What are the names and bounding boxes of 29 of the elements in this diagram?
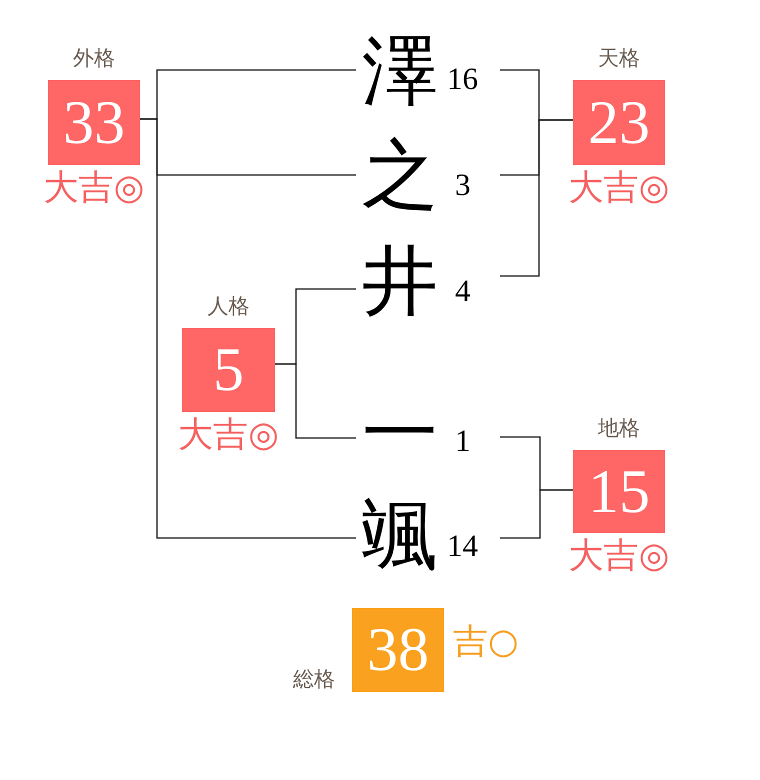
score-number: 5 xyxy=(213,339,244,401)
fortune-verdict: 大吉◎ xyxy=(568,539,670,574)
stroke-count: 1 xyxy=(455,425,470,456)
fortune-label: 人格 xyxy=(208,296,250,317)
score-number: 15 xyxy=(588,460,650,522)
stroke-count: 3 xyxy=(455,169,470,200)
score-number: 23 xyxy=(588,92,650,154)
fortune-verdict: 大吉◎ xyxy=(44,171,144,206)
fortune-verdict: 大吉◎ xyxy=(178,418,279,453)
name-character: 井 xyxy=(362,243,438,319)
fortune-label: 総格 xyxy=(293,669,335,690)
connector-line xyxy=(500,119,573,277)
fortune-label: 地格 xyxy=(598,418,640,439)
fortune-label: 外格 xyxy=(73,48,115,69)
score-number: 33 xyxy=(63,92,125,154)
stroke-count: 16 xyxy=(447,63,478,94)
name-character: 颯 xyxy=(362,497,438,573)
connector-line xyxy=(140,118,356,539)
fortune-verdict: 大吉◎ xyxy=(568,171,670,206)
fortune-verdict: 吉○ xyxy=(453,625,519,660)
score-number: 38 xyxy=(367,619,429,681)
name-character: 澤 xyxy=(362,33,438,109)
stroke-count: 4 xyxy=(455,275,470,306)
name-character: 之 xyxy=(362,137,438,213)
connector-line xyxy=(500,489,573,539)
stroke-count: 14 xyxy=(447,530,478,561)
name-character: 一 xyxy=(362,395,438,471)
connector-line xyxy=(275,363,356,439)
fortune-label: 天格 xyxy=(598,48,640,69)
